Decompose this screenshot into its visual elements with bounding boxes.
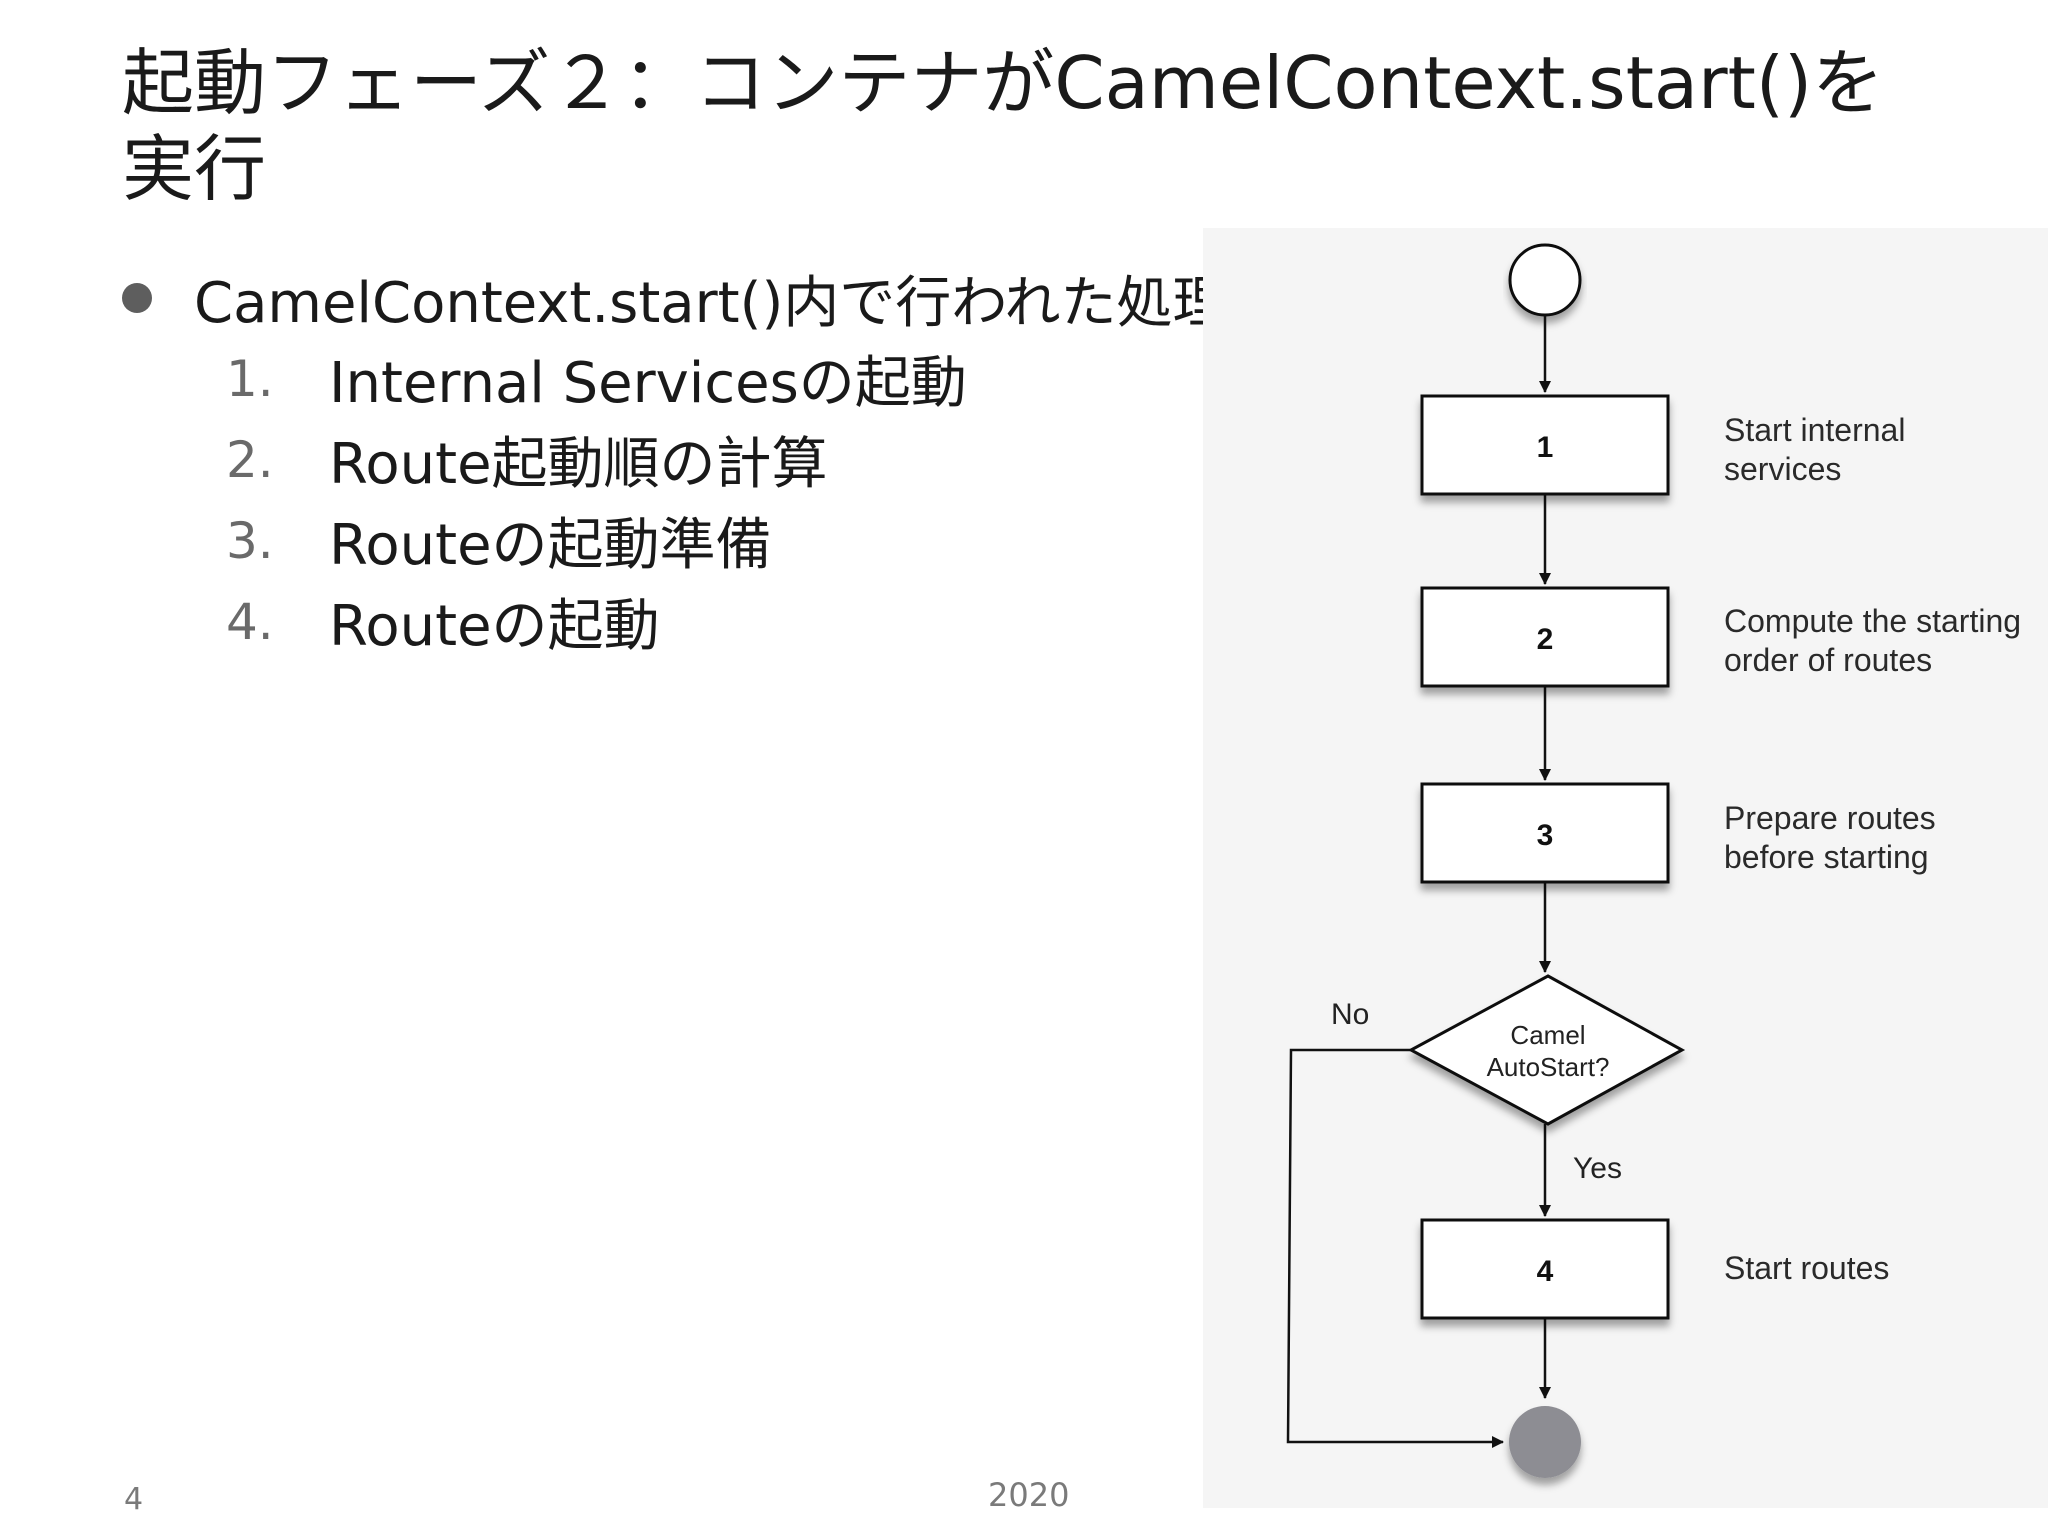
flowchart-svg: 1 2 3 4 Camel AutoStart? No Yes <box>1286 243 1686 1478</box>
startup-flow-diagram: 1 2 3 4 Camel AutoStart? No Yes Start in… <box>1203 228 2048 1508</box>
list-text: Routeの起動準備 <box>329 513 772 578</box>
bullet-dot-icon <box>122 283 152 313</box>
bullet-list: CamelContext.start()内で行われた処理 1. Internal… <box>122 258 1232 662</box>
step-label-line: order of routes <box>1724 642 1933 678</box>
list-item: 2. Route起動順の計算 <box>226 419 1232 500</box>
list-number: 3. <box>226 511 274 570</box>
no-branch-arrow <box>1286 1048 1504 1448</box>
box-number: 4 <box>1537 1255 1554 1288</box>
box-number: 3 <box>1537 819 1554 852</box>
list-number: 4. <box>226 592 274 651</box>
list-item: 4. Routeの起動 <box>226 581 1232 662</box>
slide-title: 起動フェーズ２：コンテナがCamelContext.start()を実行 <box>122 41 1885 211</box>
decision-text: Camel <box>1510 1020 1585 1050</box>
list-item: 3. Routeの起動準備 <box>226 500 1232 581</box>
list-number: 2. <box>226 430 274 489</box>
step-label-line: services <box>1724 451 1842 487</box>
footer-year: 2020 <box>988 1476 1070 1514</box>
no-label: No <box>1331 998 1369 1031</box>
step-label-1: Start internal services <box>1724 411 1905 489</box>
box-number: 1 <box>1537 431 1554 464</box>
bullet-text: CamelContext.start()内で行われた処理 <box>194 270 1229 336</box>
process-box-3 <box>1420 782 1670 884</box>
end-node <box>1509 1406 1581 1478</box>
list-text: Internal Servicesの起動 <box>329 351 967 416</box>
process-box-1 <box>1420 394 1670 496</box>
list-text: Routeの起動 <box>329 594 660 659</box>
step-label-line: before starting <box>1724 839 1929 875</box>
box-number: 2 <box>1537 623 1554 656</box>
step-label-line: Prepare routes <box>1724 800 1936 836</box>
step-label-line: Start internal <box>1724 412 1906 448</box>
list-text: Route起動順の計算 <box>329 432 828 497</box>
step-label-4: Start routes <box>1724 1249 1889 1288</box>
step-label-2: Compute the starting order of routes <box>1724 602 2021 680</box>
start-node <box>1508 243 1582 317</box>
decision-diamond <box>1407 974 1686 1126</box>
process-box-4 <box>1420 1218 1670 1320</box>
decision-text: AutoStart? <box>1487 1052 1610 1082</box>
numbered-list: 1. Internal Servicesの起動 2. Route起動順の計算 3… <box>226 338 1232 662</box>
bullet-item: CamelContext.start()内で行われた処理 <box>122 258 1232 338</box>
step-label-line: Start routes <box>1724 1250 1890 1286</box>
process-box-2 <box>1420 586 1670 688</box>
page-number: 4 <box>124 1482 144 1517</box>
step-label-line: Compute the starting <box>1724 603 2022 639</box>
list-number: 1. <box>226 349 274 408</box>
list-item: 1. Internal Servicesの起動 <box>226 338 1232 419</box>
step-label-3: Prepare routes before starting <box>1724 799 1936 877</box>
yes-label: Yes <box>1573 1152 1622 1185</box>
